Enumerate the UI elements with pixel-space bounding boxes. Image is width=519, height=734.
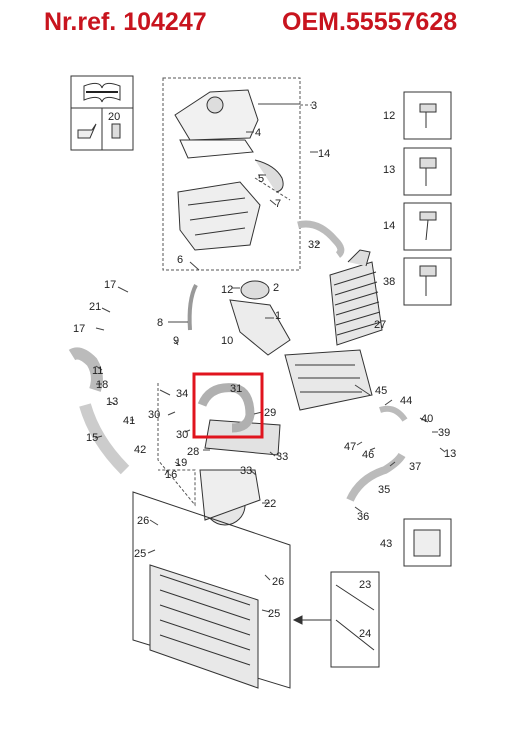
callout-35: 35 bbox=[378, 484, 390, 496]
oem-number: OEM.55557628 bbox=[282, 8, 458, 36]
air-filter-housing bbox=[174, 89, 261, 251]
air-duct bbox=[229, 280, 291, 356]
oil-can-icon bbox=[77, 123, 97, 139]
intake-pipe bbox=[254, 159, 284, 193]
callout-22: 22 bbox=[264, 498, 276, 510]
header: Nr.ref. 104247 OEM.55557628 bbox=[0, 8, 519, 42]
callout-33b: 33 bbox=[240, 465, 252, 477]
inset-box bbox=[330, 571, 380, 668]
callout-25a: 25 bbox=[134, 548, 146, 560]
hose-31 bbox=[197, 383, 255, 433]
callout-33a: 33 bbox=[276, 451, 288, 463]
callout-13a: 13 bbox=[106, 396, 118, 408]
callout-27: 27 bbox=[374, 319, 386, 331]
callout-29: 29 bbox=[264, 407, 276, 419]
highlight-box-31 bbox=[192, 372, 264, 439]
left-intake-hose bbox=[68, 347, 130, 475]
reference-number: Nr.ref. 104247 bbox=[44, 8, 207, 36]
intake-manifold bbox=[284, 349, 373, 411]
callout-3: 3 bbox=[311, 100, 317, 112]
callout-23: 23 bbox=[359, 579, 371, 591]
callout-38: 38 bbox=[383, 276, 395, 288]
callout-44: 44 bbox=[400, 395, 412, 407]
valve-44 bbox=[379, 405, 408, 422]
callout-28: 28 bbox=[187, 446, 199, 458]
callout-26a: 26 bbox=[137, 515, 149, 527]
hose-32 bbox=[297, 220, 345, 258]
callout-32: 32 bbox=[308, 239, 320, 251]
callout-26b: 26 bbox=[272, 576, 284, 588]
callout-16: 16 bbox=[165, 469, 177, 481]
callout-2: 2 bbox=[273, 282, 279, 294]
callout-9: 9 bbox=[173, 335, 179, 347]
callout-39: 39 bbox=[438, 427, 450, 439]
callout-46: 46 bbox=[362, 449, 374, 461]
callout-7: 7 bbox=[275, 198, 281, 210]
leader-lines bbox=[94, 103, 446, 613]
radiator bbox=[132, 491, 291, 689]
manual-book-icon bbox=[83, 82, 121, 103]
callout-34: 34 bbox=[176, 388, 188, 400]
callout-6: 6 bbox=[177, 254, 183, 266]
callout-19: 19 bbox=[175, 457, 187, 469]
tool-icon bbox=[111, 123, 121, 139]
callout-13-small: 13 bbox=[383, 164, 395, 176]
callout-45: 45 bbox=[375, 385, 387, 397]
callout-10: 10 bbox=[221, 335, 233, 347]
callout-21: 21 bbox=[89, 301, 101, 313]
callout-17: 17 bbox=[104, 279, 116, 291]
callout-24: 24 bbox=[359, 628, 371, 640]
manual-info-box bbox=[70, 75, 134, 151]
callout-8: 8 bbox=[157, 317, 163, 329]
callout-40: 40 bbox=[421, 413, 433, 425]
callout-25b: 25 bbox=[268, 608, 280, 620]
intercooler bbox=[329, 249, 383, 346]
callout-11: 11 bbox=[92, 365, 103, 377]
callout-20: 20 bbox=[108, 111, 120, 123]
callout-30b: 30 bbox=[176, 429, 188, 441]
callout-15: 15 bbox=[86, 432, 98, 444]
small-parts-column bbox=[403, 91, 452, 306]
callout-31: 31 bbox=[230, 383, 242, 395]
callout-14: 14 bbox=[318, 148, 330, 160]
callout-5: 5 bbox=[258, 173, 264, 185]
callout-42: 42 bbox=[134, 444, 146, 456]
callout-12-small: 12 bbox=[383, 110, 395, 122]
callout-17b: 17 bbox=[73, 323, 85, 335]
callout-12: 12 bbox=[221, 284, 233, 296]
callout-41: 41 bbox=[123, 415, 135, 427]
callout-37: 37 bbox=[409, 461, 421, 473]
callout-13c: 13 bbox=[444, 448, 456, 460]
callout-4: 4 bbox=[255, 127, 261, 139]
callout-1: 1 bbox=[275, 310, 281, 322]
callout-43: 43 bbox=[380, 538, 392, 550]
callout-30a: 30 bbox=[148, 409, 160, 421]
pipe-8 bbox=[187, 284, 198, 331]
callout-47: 47 bbox=[344, 441, 356, 453]
hose-35 bbox=[346, 452, 406, 502]
group-frames bbox=[157, 77, 312, 507]
callout-36: 36 bbox=[357, 511, 369, 523]
callout-labels: 3 4 5 7 14 32 6 2 12 1 8 9 10 27 13 12 1… bbox=[73, 100, 456, 640]
callout-18: 18 bbox=[96, 379, 108, 391]
turbocharger bbox=[199, 469, 261, 526]
callout-14-small: 14 bbox=[383, 220, 395, 232]
